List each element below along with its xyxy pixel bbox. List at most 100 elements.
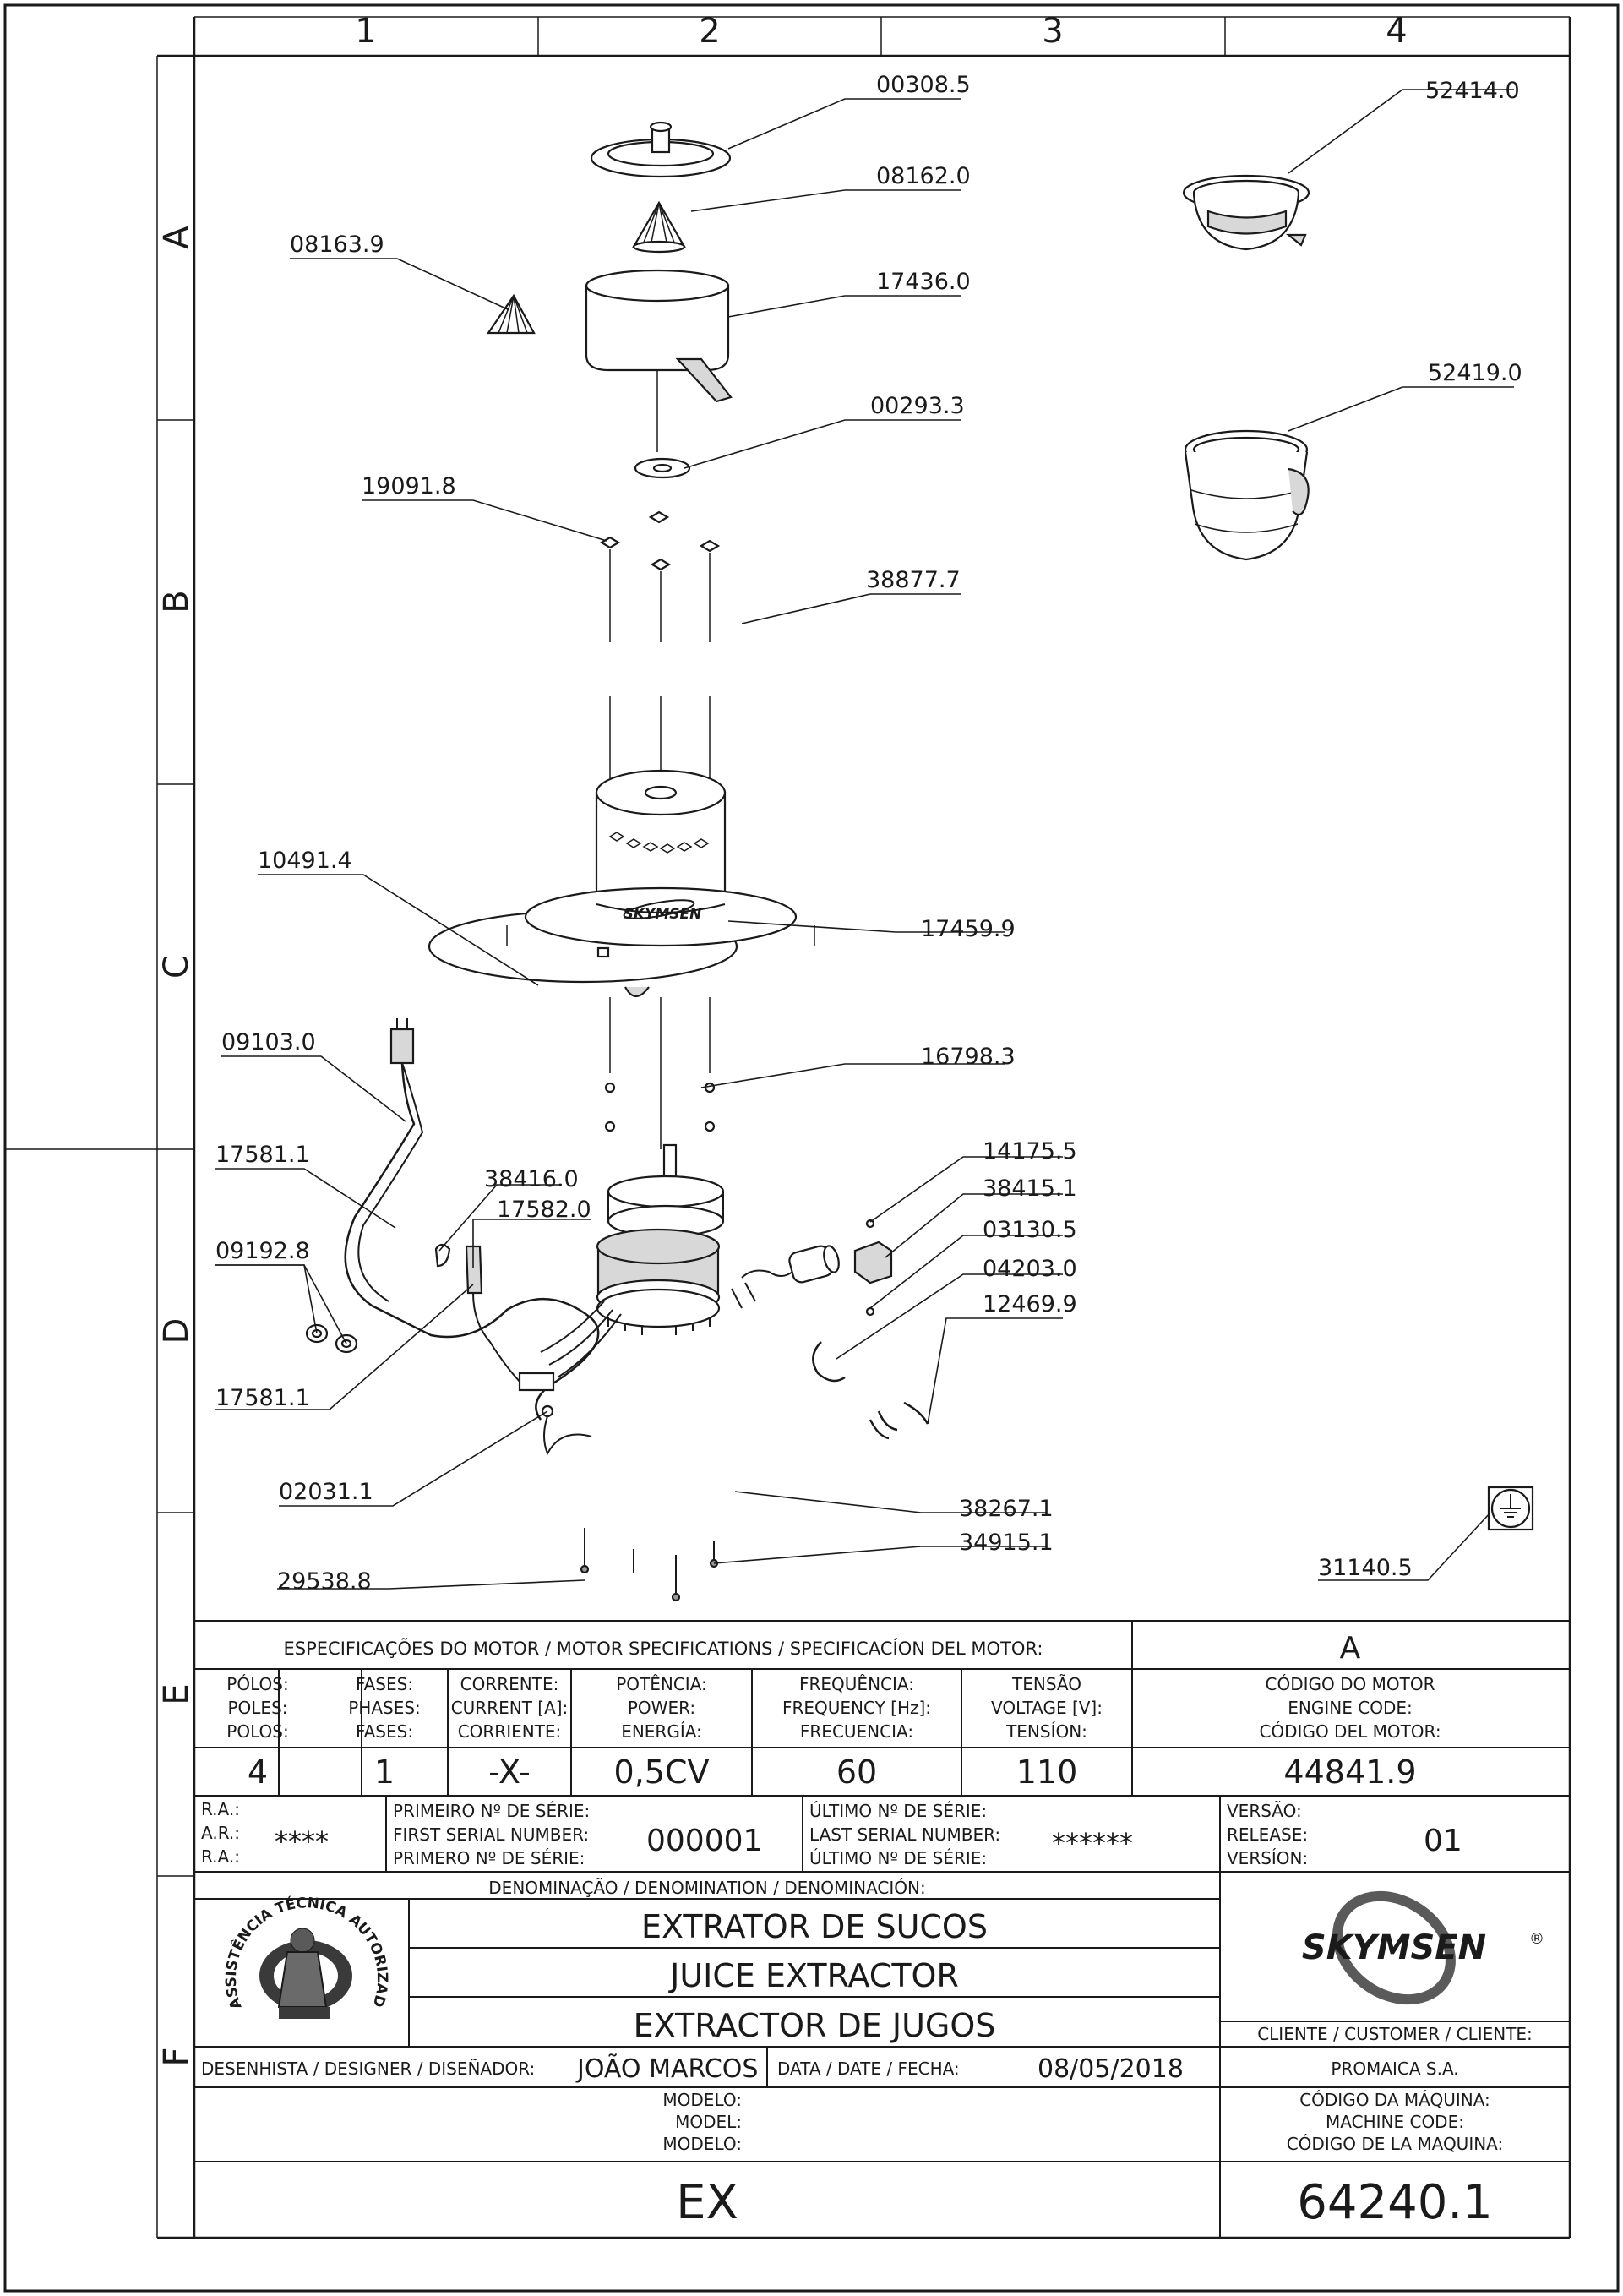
engine-code-label-en: ENGINE CODE: [1288, 1698, 1412, 1718]
spec-power-pt: POTÊNCIA: [616, 1674, 707, 1694]
drawing-frame [3, 3, 1620, 2293]
part-label-04203-0: 04203.0 [983, 1256, 1077, 1282]
part-label-38415-1: 38415.1 [983, 1175, 1077, 1202]
part-label-38416-0: 38416.0 [484, 1166, 579, 1192]
part-label-02031-1: 02031.1 [279, 1479, 373, 1505]
part-label-38877-7: 38877.7 [866, 567, 961, 593]
part-label-14175-5: 14175.5 [983, 1138, 1077, 1164]
customer-label: CLIENTE / CUSTOMER / CLIENTE: [1257, 2024, 1533, 2044]
part-label-00308-5: 00308.5 [876, 72, 971, 98]
denomination-header: DENOMINAÇÃO / DENOMINATION / DENOMINACIÓ… [488, 1878, 925, 1898]
leader-lines [215, 89, 1514, 1590]
part-label-12469-9: 12469.9 [983, 1291, 1077, 1317]
part-label-38267-1: 38267.1 [959, 1496, 1054, 1522]
designer-value: JOÃO MARCOS [575, 2053, 758, 2084]
spec-voltage-es: TENSÍON: [1005, 1721, 1087, 1742]
motor-housing: SKYMSEN [428, 769, 815, 1149]
column-label-2: 2 [699, 12, 720, 51]
version-value: 01 [1424, 1824, 1462, 1858]
date-label: DATA / DATE / FECHA: [777, 2059, 960, 2079]
spec-phases-value: 1 [374, 1753, 395, 1791]
spec-current-value: -X- [488, 1753, 531, 1791]
ra-label-3: R.A.: [201, 1846, 240, 1867]
part-label-52414-0: 52414.0 [1425, 78, 1520, 104]
part-label-16798-3: 16798.3 [921, 1044, 1016, 1070]
spec-voltage-value: 110 [1016, 1753, 1078, 1791]
part-label-34915-1: 34915.1 [959, 1530, 1054, 1556]
juice-cup [1184, 429, 1310, 561]
switch-knobs [305, 1323, 358, 1354]
part-label-03130-5: 03130.5 [983, 1217, 1077, 1243]
model-label-pt: MODELO: [662, 2090, 742, 2110]
part-label-17582-0: 17582.0 [497, 1197, 591, 1223]
base-screws [580, 1528, 719, 1602]
spec-frequency-en: FREQUENCY [Hz]: [782, 1698, 931, 1718]
spec-power-value: 0,5CV [614, 1753, 710, 1791]
version-label-en: RELEASE: [1227, 1824, 1308, 1845]
spec-poles-es: POLOS: [226, 1721, 288, 1742]
revision-letter: A [1340, 1631, 1361, 1666]
column-label-1: 1 [355, 12, 376, 51]
row-label-c: C [157, 955, 196, 979]
spec-phases-es: FASES: [356, 1721, 413, 1742]
row-label-d: D [157, 1318, 196, 1344]
machine-code-label-pt: CÓDIGO DA MÁQUINA: [1299, 2090, 1490, 2110]
part-label-29538-8: 29538.8 [277, 1568, 372, 1595]
motor-specs-header: ESPECIFICAÇÕES DO MOTOR / MOTOR SPECIFIC… [284, 1637, 1043, 1659]
engine-code-value: 44841.9 [1283, 1753, 1416, 1791]
spec-current-pt: CORRENTE: [460, 1674, 559, 1694]
model-value: EX [676, 2175, 738, 2230]
ra-label-1: R.A.: [201, 1799, 240, 1819]
strainer-basket [1182, 174, 1310, 251]
brand-registered-mark: ® [1529, 1930, 1544, 1948]
part-label-10491-4: 10491.4 [258, 848, 352, 874]
spec-poles-en: POLES: [227, 1698, 287, 1718]
spec-current-en: CURRENT [A]: [451, 1698, 569, 1718]
last-serial-label-es: ÚLTIMO Nº DE SÉRIE: [809, 1848, 987, 1868]
juicer-lid [590, 121, 732, 178]
engine-code-label-es: CÓDIGO DEL MOTOR: [1259, 1721, 1441, 1742]
spec-frequency-es: FRECUENCIA: [800, 1721, 913, 1742]
ground-symbol-box [1487, 1486, 1534, 1531]
date-value: 08/05/2018 [1038, 2054, 1184, 2084]
denomination-es: EXTRACTOR DE JUGOS [634, 2007, 996, 2044]
part-label-08163-9: 08163.9 [290, 232, 384, 258]
model-label-es: MODELO: [662, 2134, 742, 2154]
ra-label-2: A.R.: [201, 1823, 240, 1843]
last-serial-label-en: LAST SERIAL NUMBER: [809, 1824, 1000, 1845]
title-block-grid [194, 1620, 1570, 2238]
rubber-feet [604, 1082, 716, 1132]
spec-poles-value: 4 [248, 1753, 268, 1791]
ra-value: **** [275, 1825, 329, 1857]
model-label-en: MODEL: [675, 2112, 742, 2132]
part-label-17581-1-top: 17581.1 [215, 1142, 310, 1168]
row-label-a: A [157, 226, 196, 249]
part-label-08162-0: 08162.0 [876, 163, 971, 189]
last-serial-label-pt: ÚLTIMO Nº DE SÉRIE: [809, 1801, 987, 1821]
gasket-ring [634, 457, 691, 479]
part-label-52419-0: 52419.0 [1428, 360, 1522, 386]
last-serial-value: ****** [1052, 1827, 1133, 1859]
engine-code-label-pt: CÓDIGO DO MOTOR [1266, 1674, 1435, 1694]
spec-current-es: CORRIENTE: [458, 1721, 562, 1742]
row-label-f: F [157, 2047, 196, 2066]
spec-power-en: POWER: [628, 1698, 695, 1718]
spec-frequency-pt: FREQUÊNCIA: [799, 1674, 914, 1694]
customer-value: PROMAICA S.A. [1331, 2059, 1458, 2079]
part-label-17436-0: 17436.0 [876, 269, 971, 295]
first-serial-label-en: FIRST SERIAL NUMBER: [393, 1824, 589, 1845]
spec-voltage-pt: TENSÃO [1011, 1674, 1081, 1694]
machine-code-label-en: MACHINE CODE: [1326, 2112, 1464, 2132]
screw-set [599, 510, 721, 790]
part-label-19091-8: 19091.8 [362, 473, 456, 499]
spec-phases-en: PHASES: [348, 1698, 421, 1718]
denomination-en: JUICE EXTRACTOR [668, 1957, 959, 1994]
first-serial-value: 000001 [646, 1824, 762, 1858]
row-label-b: B [157, 590, 196, 613]
row-label-e: E [157, 1683, 196, 1704]
part-label-09103-0: 09103.0 [221, 1029, 316, 1055]
part-label-17459-9: 17459.9 [921, 916, 1016, 942]
brand-logo: SKYMSEN ® [1302, 1890, 1544, 2005]
wire-springs [812, 1341, 929, 1440]
